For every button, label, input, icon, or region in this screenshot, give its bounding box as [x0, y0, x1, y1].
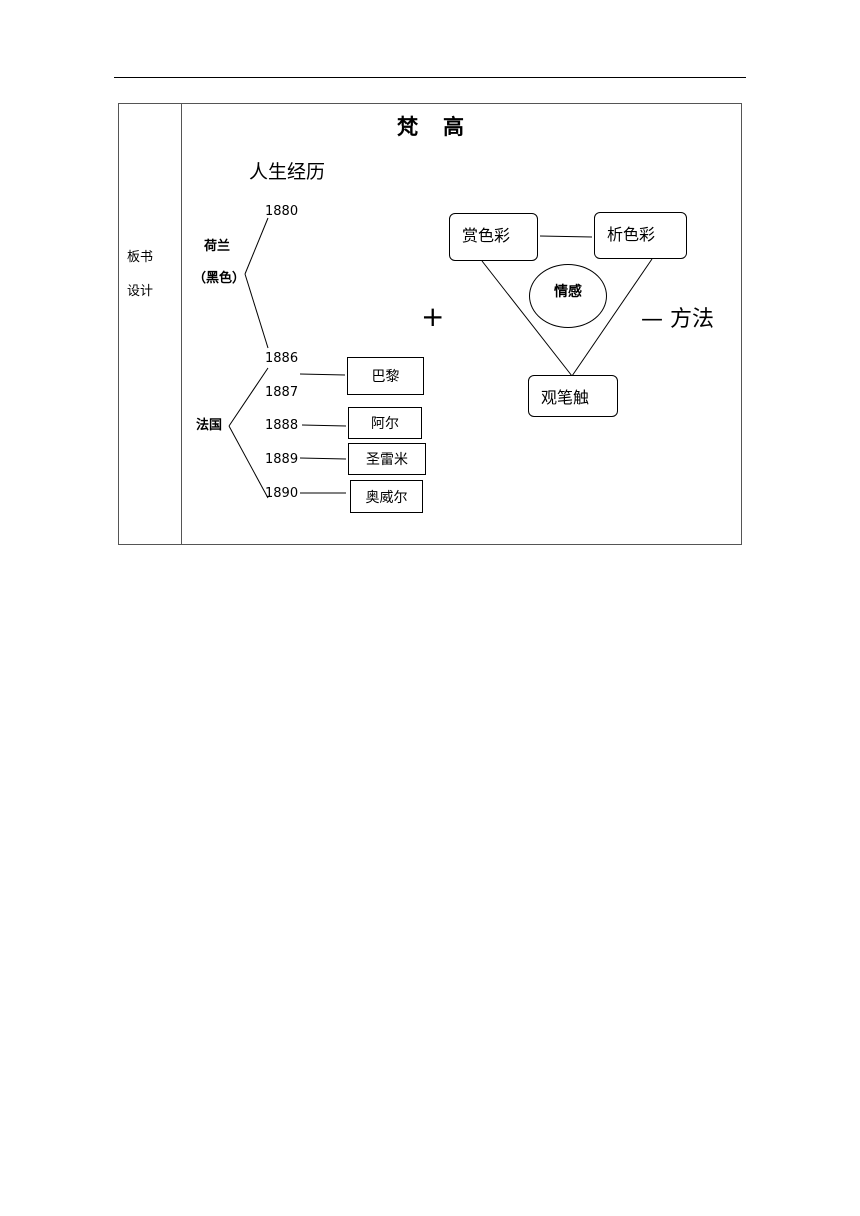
france-label: 法国 — [196, 418, 223, 433]
subtitle: 人生经历 — [249, 161, 326, 183]
board-design-table — [118, 103, 742, 545]
place-auvers: 奥威尔 — [365, 489, 408, 506]
page-title: 梵 高 — [397, 115, 466, 139]
place-box-saint-remy: 圣雷米 — [348, 443, 426, 475]
box-analyze-color: 析色彩 — [594, 212, 687, 259]
holland-note: （黑色） — [193, 271, 246, 286]
observe-brushwork-label: 观笔触 — [541, 388, 590, 407]
year-1886: 1886 — [265, 351, 299, 366]
header-rule — [114, 77, 746, 78]
place-paris: 巴黎 — [371, 369, 400, 385]
place-arles: 阿尔 — [371, 416, 399, 432]
plus-sign: + — [421, 300, 445, 333]
year-1889: 1889 — [265, 452, 299, 467]
year-1880: 1880 — [265, 204, 299, 219]
emotion-label: 情感 — [554, 284, 582, 300]
column-divider — [181, 104, 182, 544]
box-appreciate-color: 赏色彩 — [449, 213, 538, 261]
place-box-paris: 巴黎 — [347, 357, 424, 395]
emotion-ellipse: 情感 — [529, 264, 607, 328]
side-label-line1: 板书 — [127, 250, 154, 265]
analyze-color-label: 析色彩 — [607, 225, 656, 244]
place-saint-remy: 圣雷米 — [366, 452, 408, 468]
method-label: — 方法 — [641, 307, 714, 332]
year-1887: 1887 — [265, 385, 299, 400]
place-box-arles: 阿尔 — [348, 407, 422, 439]
year-1888: 1888 — [265, 418, 299, 433]
side-label-line2: 设计 — [127, 284, 154, 299]
appreciate-color-label: 赏色彩 — [462, 226, 511, 245]
place-box-auvers: 奥威尔 — [350, 480, 423, 513]
box-observe-brushwork: 观笔触 — [528, 375, 618, 417]
holland-label: 荷兰 — [204, 239, 231, 254]
year-1890: 1890 — [265, 486, 299, 501]
